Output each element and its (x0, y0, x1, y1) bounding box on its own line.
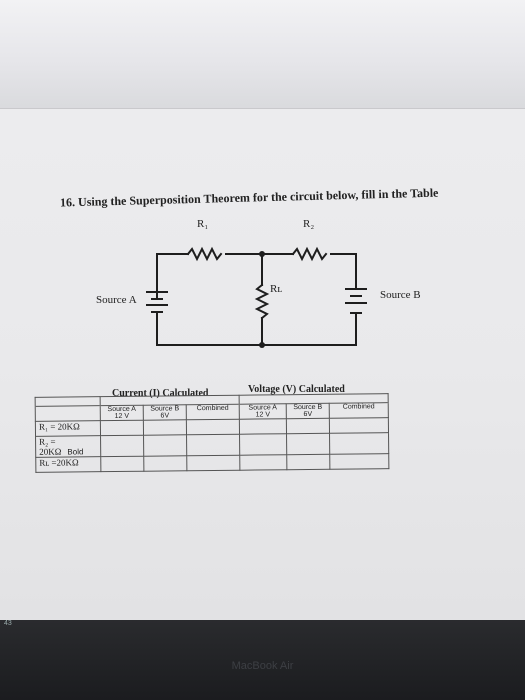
rl-label: Rʟ (270, 283, 283, 295)
cell-input[interactable] (286, 454, 330, 470)
row-label-text: Rʟ =20KΩ (39, 457, 79, 468)
row-label-text: R₁ = 20KΩ (38, 421, 80, 432)
cell-input[interactable] (186, 434, 240, 456)
col-header-voltage-b: Source B 6V (286, 403, 330, 419)
source-a-battery (146, 291, 168, 313)
laptop-bezel (0, 620, 525, 700)
col-header-current-b: Source B 6V (143, 404, 187, 421)
col-sublabel: 6V (160, 412, 170, 420)
resistor-r2 (291, 246, 328, 262)
col-header-voltage-combined: Combined (329, 402, 389, 419)
circuit-diagram (146, 246, 367, 348)
cell-input[interactable] (239, 433, 287, 456)
cell-input[interactable] (100, 420, 144, 436)
col-label: Combined (342, 403, 375, 411)
resistor-rl (254, 283, 270, 320)
col-header-voltage-a: Source A 12 V (239, 403, 287, 420)
corner-text: 43 (4, 620, 12, 627)
wire-bottom (156, 311, 357, 346)
col-header-current-combined: Combined (186, 404, 240, 420)
row-label-text: R₂ = 20KΩ (39, 436, 62, 457)
cell-input[interactable] (100, 456, 144, 472)
screen-glare (0, 0, 525, 110)
source-b-label: Source B (380, 289, 421, 301)
row-label-r2: R₂ = 20KΩ Bold (35, 435, 101, 458)
table-row: Rʟ =20KΩ (35, 453, 389, 473)
junction-top (259, 251, 265, 257)
wire-top-right (330, 253, 357, 290)
col-label: Combined (196, 404, 229, 413)
col-sublabel: 12 V (255, 411, 271, 419)
cell-input[interactable] (143, 419, 187, 436)
cell-input[interactable] (286, 418, 330, 434)
cell-input[interactable] (239, 418, 287, 435)
junction-bottom (259, 342, 265, 348)
cell-input[interactable] (286, 433, 330, 455)
cell-input[interactable] (239, 454, 287, 471)
cell-input[interactable] (186, 419, 240, 435)
resistor-r1 (186, 246, 223, 262)
source-b-battery (345, 288, 367, 314)
row-note: Bold (67, 447, 84, 457)
laptop-brand-label: MacBook Air (231, 660, 294, 672)
r1-label: R₁ (197, 218, 209, 230)
col-sublabel: 6V (303, 410, 313, 419)
cell-input[interactable] (100, 435, 144, 457)
cell-input[interactable] (186, 455, 240, 471)
r2-label: R₂ (303, 218, 315, 230)
cell-input[interactable] (329, 453, 389, 470)
col-sublabel: 12 V (114, 412, 130, 421)
results-table: Source A 12 V Source B 6V Combined Sourc… (35, 393, 390, 473)
col-header-current-a: Source A 12 V (100, 405, 144, 421)
wire-top-left (156, 253, 189, 300)
table-corner-cell-2 (35, 405, 101, 422)
cell-input[interactable] (329, 417, 389, 434)
source-a-label: Source A (96, 294, 137, 306)
cell-input[interactable] (143, 455, 187, 472)
row-label-r1: R₁ = 20KΩ (35, 420, 101, 437)
paper-sheet (0, 108, 525, 621)
current-header: Current (I) Calculated (112, 388, 209, 399)
cell-input[interactable] (143, 434, 187, 457)
row-label-rl: Rʟ =20KΩ (35, 456, 101, 473)
cell-input[interactable] (329, 432, 389, 455)
voltage-header: Voltage (V) Calculated (248, 384, 345, 395)
